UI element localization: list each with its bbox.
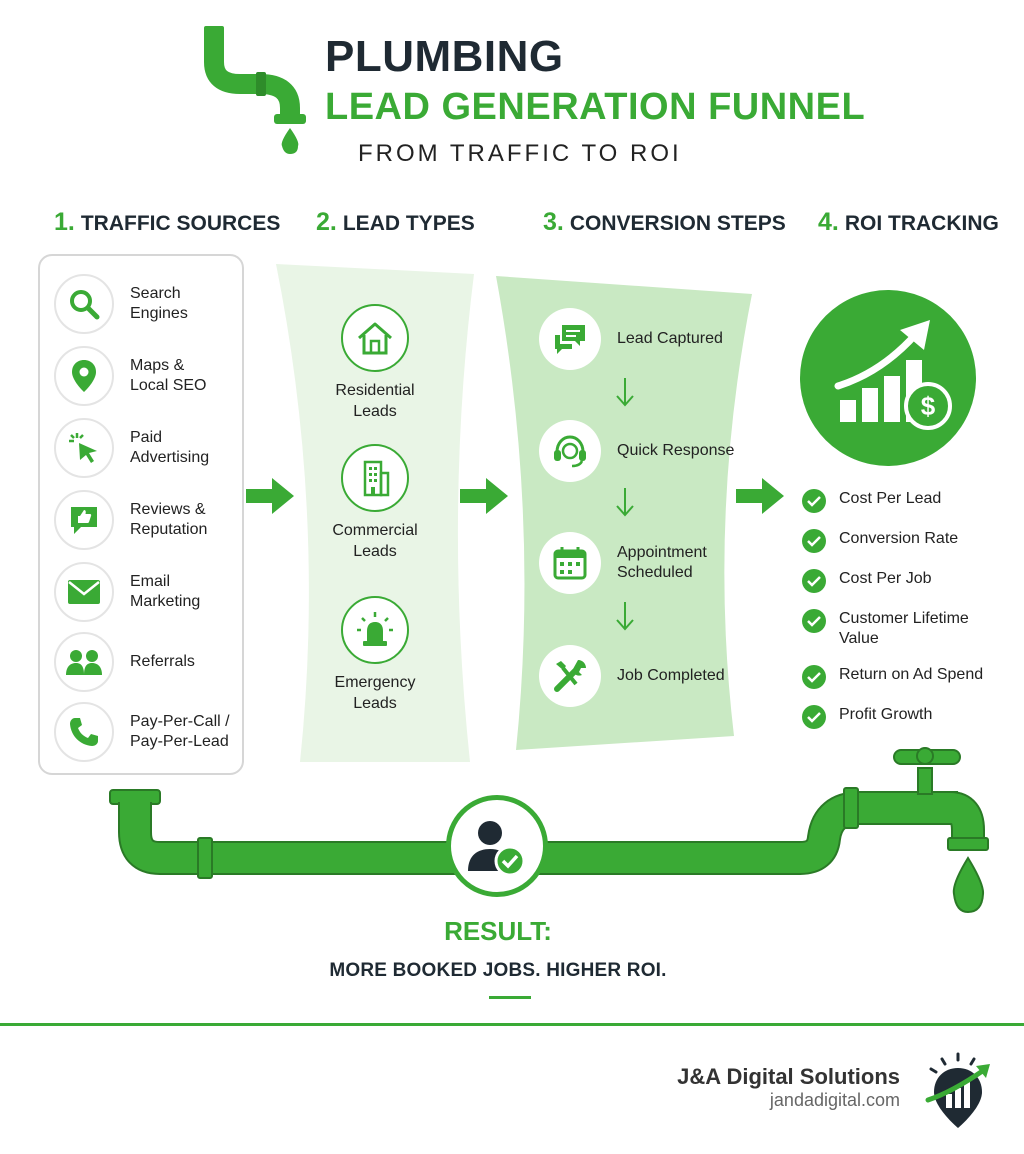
company-website: jandadigital.com	[769, 1090, 900, 1110]
house-icon	[341, 304, 409, 372]
column-header-conversion: 3.CONVERSION STEPS	[543, 208, 786, 236]
lead-type-item: Commercial Leads	[276, 444, 474, 562]
lead-type-item: Emergency Leads	[276, 596, 474, 714]
lead-type-item: Residential Leads	[276, 304, 474, 422]
traffic-sources-panel: Search Engines Maps & Local SEO Paid Adv…	[38, 254, 244, 775]
down-arrow-icon	[616, 378, 634, 407]
column-header-traffic: 1.TRAFFIC SOURCES	[54, 208, 281, 236]
company-name: J&A Digital Solutions	[677, 1064, 900, 1089]
user-check-icon	[446, 795, 548, 897]
siren-icon	[341, 596, 409, 664]
subtitle: FROM TRAFFIC TO ROI	[358, 140, 682, 167]
roi-metric-item: Customer Lifetime Value	[802, 609, 1002, 649]
check-icon	[802, 665, 826, 689]
cursor-click-icon	[54, 418, 114, 478]
traffic-source-item: Pay-Per-Call / Pay-Per-Lead	[54, 702, 244, 762]
conversion-step-item: Quick Response	[539, 420, 749, 482]
roi-metric-item: Conversion Rate	[802, 529, 1002, 553]
lead-types-funnel-shape	[276, 264, 474, 762]
roi-metric-item: Return on Ad Spend	[802, 665, 1002, 689]
people-icon	[54, 632, 114, 692]
chat-bubbles-icon	[539, 308, 601, 370]
company-logo-icon	[925, 1052, 990, 1128]
map-pin-icon	[54, 346, 114, 406]
building-icon	[341, 444, 409, 512]
conversion-step-item: Lead Captured	[539, 308, 749, 370]
check-icon	[802, 569, 826, 593]
headset-icon	[539, 420, 601, 482]
traffic-source-item: Paid Advertising	[54, 418, 244, 478]
check-icon	[802, 489, 826, 513]
traffic-source-item: Reviews & Reputation	[54, 490, 244, 550]
roi-growth-chart-icon: $	[800, 290, 976, 466]
traffic-source-item: Email Marketing	[54, 562, 244, 622]
conversion-step-item: Job Completed	[539, 645, 749, 707]
roi-metric-item: Cost Per Job	[802, 569, 1002, 593]
footer-divider	[0, 1023, 1024, 1026]
conversion-step-item: Appointment Scheduled	[539, 532, 749, 594]
column-header-leads: 2.LEAD TYPES	[316, 208, 475, 236]
bottom-pipe-graphic	[109, 747, 989, 914]
result-text: MORE BOOKED JOBS. HIGHER ROI.	[329, 960, 667, 981]
down-arrow-icon	[616, 602, 634, 631]
divider-short	[489, 996, 531, 999]
envelope-icon	[54, 562, 114, 622]
traffic-source-item: Maps & Local SEO	[54, 346, 244, 406]
faucet-logo-icon	[204, 26, 306, 154]
flow-arrow-icon	[460, 478, 508, 514]
search-icon	[54, 274, 114, 334]
thumbs-up-icon	[54, 490, 114, 550]
traffic-source-item: Referrals	[54, 632, 244, 692]
phone-icon	[54, 702, 114, 762]
title-line-1: PLUMBING	[325, 32, 564, 81]
roi-metric-item: Profit Growth	[802, 705, 1002, 729]
svg-text:$: $	[921, 391, 936, 421]
calendar-icon	[539, 532, 601, 594]
wrench-icon	[539, 645, 601, 707]
check-icon	[802, 529, 826, 553]
title-line-2: LEAD GENERATION FUNNEL	[325, 86, 866, 128]
check-icon	[802, 705, 826, 729]
roi-metric-item: Cost Per Lead	[802, 489, 1002, 513]
traffic-source-item: Search Engines	[54, 274, 244, 334]
lead-types-panel: Residential Leads Commercial Leads Emerg…	[276, 264, 474, 764]
check-icon	[802, 609, 826, 633]
down-arrow-icon	[616, 488, 634, 517]
column-header-roi: 4.ROI TRACKING	[818, 208, 999, 236]
flow-arrow-icon	[246, 478, 294, 514]
flow-arrow-icon	[736, 478, 784, 514]
result-heading: RESULT:	[444, 916, 552, 946]
